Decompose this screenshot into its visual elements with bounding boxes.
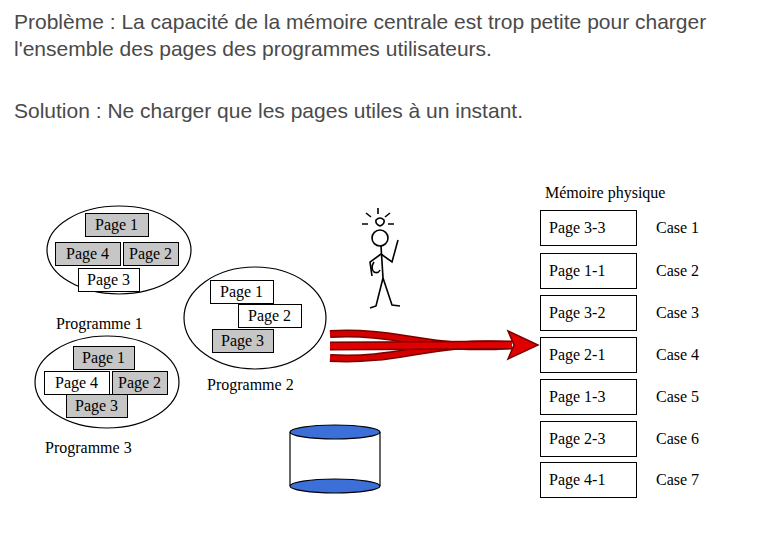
memory-frame: Page 1-3Case 5 xyxy=(540,379,637,415)
page-label: Page 1 xyxy=(82,349,125,367)
page-label: Page 3 xyxy=(221,332,264,350)
thinking-person xyxy=(362,208,400,308)
page-box: Page 2 xyxy=(123,242,179,266)
page-box: Page 1 xyxy=(210,280,274,304)
page-label: Page 2 xyxy=(129,245,172,263)
page-box: Page 1 xyxy=(73,346,135,370)
frame-number: Case 7 xyxy=(656,471,699,489)
page-label: Page 3 xyxy=(87,271,130,289)
program-label: Programme 2 xyxy=(207,376,294,394)
solution-statement: Solution : Ne charger que les pages util… xyxy=(14,97,754,124)
page-box: Page 3 xyxy=(66,394,128,418)
memory-frame: Page 4-1Case 7 xyxy=(540,462,637,498)
program-label: Programme 3 xyxy=(45,439,132,457)
frame-number: Case 6 xyxy=(656,430,699,448)
frame-content: Page 3-2 xyxy=(549,304,605,322)
load-arrow xyxy=(330,331,538,359)
program-ellipse: Programme 1Page 1Page 4Page 2Page 3 xyxy=(46,205,192,295)
memory-frame: Page 1-1Case 2 xyxy=(540,253,637,289)
frame-content: Page 1-1 xyxy=(549,262,605,280)
program-ellipse: Programme 2Page 1Page 2Page 3 xyxy=(183,266,327,370)
page-box: Page 4 xyxy=(44,371,110,395)
memory-heading: Mémoire physique xyxy=(545,184,745,202)
page-label: Page 2 xyxy=(248,307,291,325)
frame-content: Page 2-3 xyxy=(549,430,605,448)
page-label: Page 4 xyxy=(55,374,98,392)
frame-number: Case 1 xyxy=(656,219,699,237)
memory-frame: Page 3-2Case 3 xyxy=(540,295,637,331)
problem-statement: Problème : La capacité de la mémoire cen… xyxy=(14,8,714,62)
page-label: Page 1 xyxy=(95,216,138,234)
page-label: Page 1 xyxy=(220,283,263,301)
frame-number: Case 5 xyxy=(656,388,699,406)
frame-content: Page 4-1 xyxy=(549,471,605,489)
frame-content: Page 1-3 xyxy=(549,388,605,406)
program-ellipse: Programme 3Page 1Page 4Page 2Page 3 xyxy=(34,335,180,429)
frame-number: Case 3 xyxy=(656,304,699,322)
frame-content: Page 2-1 xyxy=(549,346,605,364)
page-box: Page 4 xyxy=(55,242,121,266)
frame-number: Case 2 xyxy=(656,262,699,280)
page-box: Page 3 xyxy=(212,329,274,353)
frame-number: Case 4 xyxy=(656,346,699,364)
page-box: Page 1 xyxy=(85,213,149,237)
memory-frame: Page 3-3Case 1 xyxy=(540,210,637,246)
page-box: Page 3 xyxy=(78,268,140,292)
frame-content: Page 3-3 xyxy=(549,219,605,237)
page-label: Page 4 xyxy=(66,245,109,263)
disk-cylinder xyxy=(290,425,380,493)
page-label: Page 2 xyxy=(118,374,161,392)
page-box: Page 2 xyxy=(238,304,302,328)
page-label: Page 3 xyxy=(75,397,118,415)
memory-frame: Page 2-1Case 4 xyxy=(540,337,637,373)
memory-frame: Page 2-3Case 6 xyxy=(540,421,637,457)
page-box: Page 2 xyxy=(112,371,168,395)
program-label: Programme 1 xyxy=(56,315,143,333)
